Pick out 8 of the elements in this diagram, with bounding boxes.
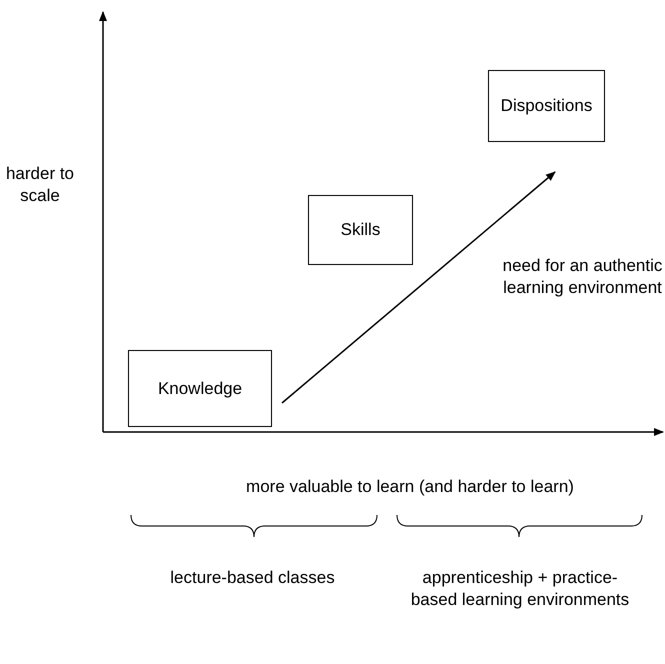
axis-label: more valuable to learn (and harder to learn) [245,476,575,498]
axis-label: harder to scale [4,163,76,207]
axis-label: need for an authentic learning environment [502,255,664,299]
concept-box: Dispositions [488,70,605,142]
axis-label: apprenticeship + practice-based learning environments [410,567,630,611]
concept-box: Skills [308,195,413,265]
axis-label: lecture-based classes [169,567,336,589]
concept-box: Knowledge [128,350,272,427]
